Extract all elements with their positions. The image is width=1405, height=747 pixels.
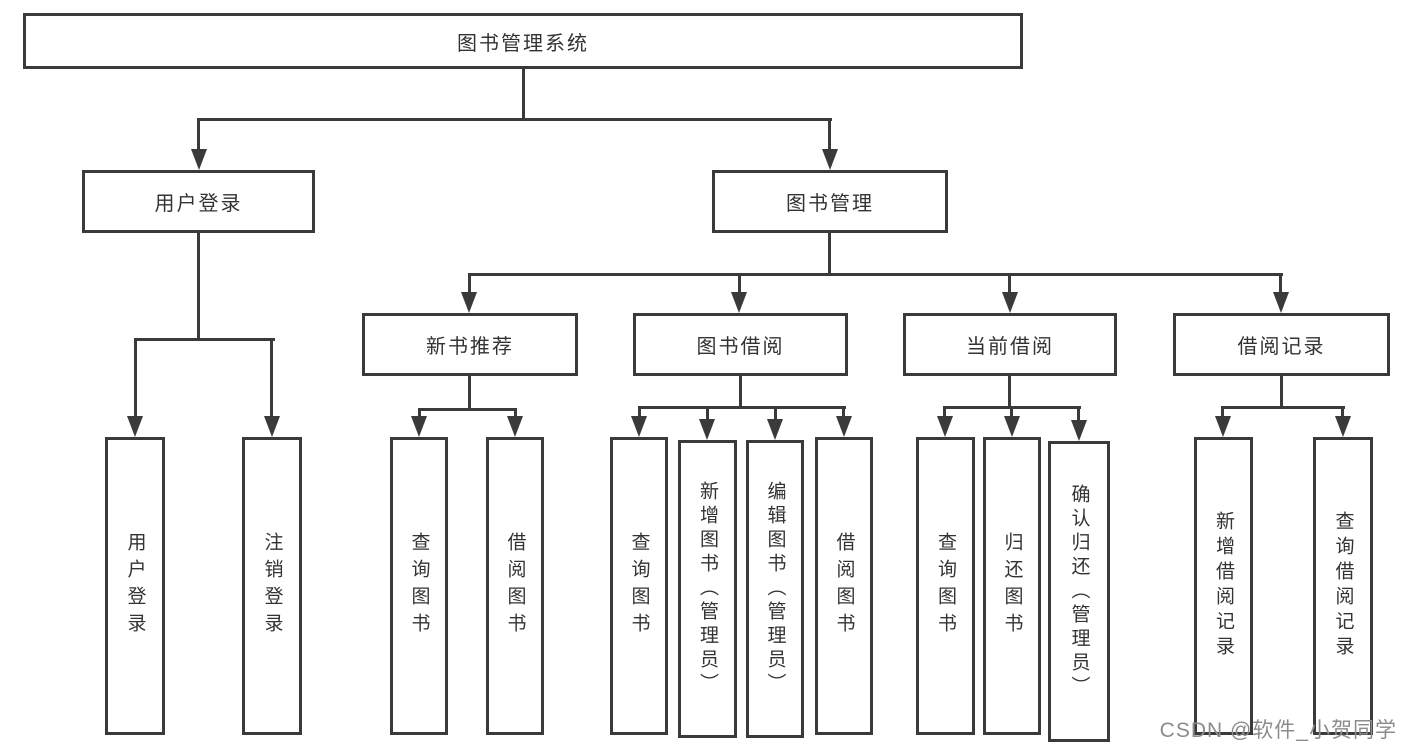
leaf-bb-add-book-admin: 新增图书（管理员）	[678, 440, 737, 738]
connector-line	[638, 406, 641, 419]
arrow-down-icon	[937, 416, 953, 437]
connector-line	[134, 338, 275, 341]
connector-line	[1077, 406, 1080, 422]
watermark: CSDN @软件_小贺同学	[1159, 719, 1397, 742]
arrow-down-icon	[836, 416, 852, 437]
arrow-down-icon	[1273, 292, 1289, 313]
leaf-logout: 注销登录	[242, 437, 302, 735]
connector-line	[522, 69, 525, 118]
connector-line	[270, 338, 273, 420]
leaf-bb-borrow-book: 借阅图书	[815, 437, 873, 735]
connector-line	[945, 406, 1081, 409]
leaf-br-add-record: 新增借阅记录	[1194, 437, 1253, 735]
connector-line	[739, 376, 742, 406]
node-new-book-recommend: 新书推荐	[362, 313, 578, 376]
connector-line	[1280, 376, 1283, 406]
connector-line	[943, 406, 946, 419]
connector-line	[828, 233, 831, 273]
arrow-down-icon	[767, 419, 783, 440]
connector-line	[1008, 376, 1011, 406]
leaf-bb-search-book: 查询图书	[610, 437, 668, 735]
connector-line	[774, 406, 777, 421]
connector-line	[134, 338, 137, 420]
arrow-down-icon	[631, 416, 647, 437]
leaf-nr-borrow-book: 借阅图书	[486, 437, 544, 735]
connector-line	[469, 273, 1283, 276]
arrow-down-icon	[127, 416, 143, 437]
leaf-cb-search-book: 查询图书	[916, 437, 975, 735]
connector-line	[1221, 406, 1224, 419]
arrow-down-icon	[461, 292, 477, 313]
leaf-br-search-record: 查询借阅记录	[1313, 437, 1373, 735]
leaf-nr-search-book: 查询图书	[390, 437, 448, 735]
connector-line	[198, 118, 832, 121]
arrow-down-icon	[1002, 292, 1018, 313]
arrow-down-icon	[1215, 416, 1231, 437]
connector-line	[1279, 273, 1282, 295]
arrow-down-icon	[191, 149, 207, 170]
node-book-borrow: 图书借阅	[633, 313, 848, 376]
connector-line	[468, 376, 471, 408]
connector-line	[1008, 273, 1011, 295]
arrow-down-icon	[822, 149, 838, 170]
leaf-user-login: 用户登录	[105, 437, 165, 735]
arrow-down-icon	[1335, 416, 1351, 437]
arrow-down-icon	[507, 416, 523, 437]
connector-line	[418, 408, 421, 419]
arrow-down-icon	[411, 416, 427, 437]
connector-line	[639, 406, 846, 409]
node-current-borrow: 当前借阅	[903, 313, 1117, 376]
connector-line	[1341, 406, 1344, 419]
connector-line	[706, 406, 709, 421]
leaf-cb-confirm-return-admin: 确认归还（管理员）	[1048, 441, 1110, 742]
arrow-down-icon	[699, 419, 715, 440]
connector-line	[197, 233, 200, 338]
connector-line	[514, 408, 517, 419]
connector-line	[419, 408, 517, 411]
connector-line	[1010, 406, 1013, 419]
arrow-down-icon	[1004, 416, 1020, 437]
connector-line	[197, 118, 200, 152]
connector-line	[468, 273, 471, 295]
arrow-down-icon	[731, 292, 747, 313]
node-root: 图书管理系统	[23, 13, 1023, 69]
node-borrow-records: 借阅记录	[1173, 313, 1390, 376]
arrow-down-icon	[1071, 420, 1087, 441]
node-book-management: 图书管理	[712, 170, 948, 233]
node-user-login: 用户登录	[82, 170, 315, 233]
leaf-bb-edit-book-admin: 编辑图书（管理员）	[746, 440, 804, 738]
leaf-cb-return-book: 归还图书	[983, 437, 1041, 735]
connector-line	[828, 118, 831, 152]
connector-line	[842, 406, 845, 419]
connector-line	[738, 273, 741, 295]
connector-line	[1223, 406, 1345, 409]
arrow-down-icon	[264, 416, 280, 437]
